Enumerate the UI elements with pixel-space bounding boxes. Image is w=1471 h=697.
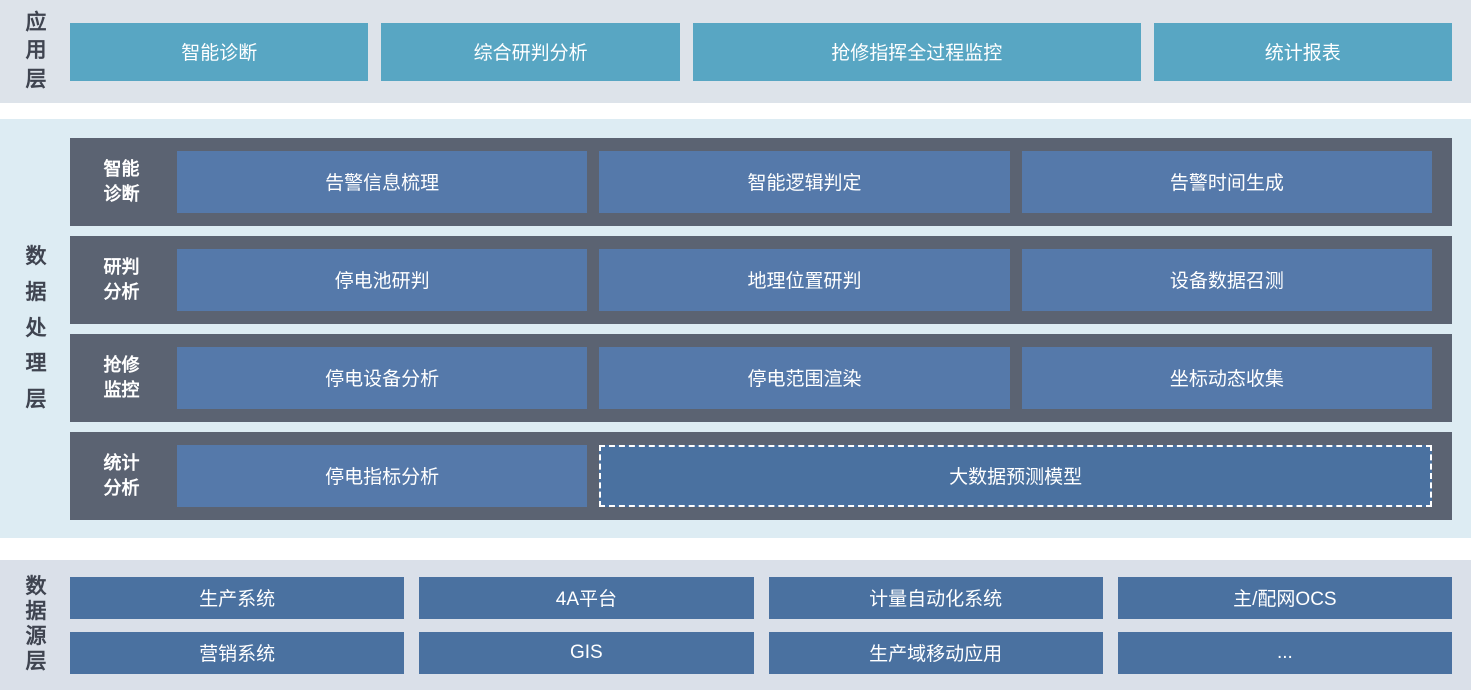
data-source-layer-gutter: 数据源层 (0, 560, 70, 690)
processing-row-repair-monitoring: 抢修监控 停电设备分析 停电范围渲染 坐标动态收集 (70, 333, 1452, 422)
src-box-4a-platform: 4A平台 (419, 576, 754, 619)
row-boxes: 停电设备分析 停电范围渲染 坐标动态收集 (177, 346, 1432, 409)
data-processing-layer-content: 智能诊断 告警信息梳理 智能逻辑判定 告警时间生成 研判分析 停电池研判 地理位… (70, 119, 1452, 538)
src-box-gis: GIS (419, 631, 754, 674)
src-box-production-mobile-app: 生产域移动应用 (768, 631, 1103, 674)
row-label-text: 抢修监控 (103, 355, 140, 400)
processing-rows: 智能诊断 告警信息梳理 智能逻辑判定 告警时间生成 研判分析 停电池研判 地理位… (70, 137, 1452, 520)
src-box-metering-automation-system: 计量自动化系统 (768, 576, 1103, 619)
proc-box-geo-location-analysis: 地理位置研判 (599, 248, 1010, 311)
source-rows: 生产系统 4A平台 计量自动化系统 主/配网OCS 营销系统 GIS 生产域移动… (70, 576, 1452, 674)
src-box-marketing-system: 营销系统 (70, 631, 405, 674)
app-box-statistical-reports: 统计报表 (1153, 22, 1452, 81)
app-box-comprehensive-analysis: 综合研判分析 (381, 22, 680, 81)
src-box-main-distribution-ocs: 主/配网OCS (1117, 576, 1452, 619)
application-layer-label: 应用层 (25, 10, 47, 91)
data-processing-layer-label: 数据处理层 (25, 245, 47, 412)
data-source-layer-band: 数据源层 生产系统 4A平台 计量自动化系统 主/配网OCS 营销系统 GIS … (0, 560, 1471, 690)
application-layer-content: 智能诊断 综合研判分析 抢修指挥全过程监控 统计报表 (70, 0, 1452, 103)
data-processing-layer-band: 数据处理层 智能诊断 告警信息梳理 智能逻辑判定 告警时间生成 研判分析 停电池… (0, 119, 1471, 538)
row-label-statistical-analysis: 统计分析 (70, 451, 177, 500)
application-layer-row: 智能诊断 综合研判分析 抢修指挥全过程监控 统计报表 (70, 22, 1452, 81)
src-box-production-system: 生产系统 (70, 576, 405, 619)
app-box-repair-command-monitoring: 抢修指挥全过程监控 (692, 22, 1141, 81)
source-row-1: 生产系统 4A平台 计量自动化系统 主/配网OCS (70, 576, 1452, 619)
proc-box-alarm-time-generation: 告警时间生成 (1021, 150, 1432, 213)
band-separator (0, 103, 1471, 119)
proc-box-device-data-polling: 设备数据召测 (1021, 248, 1432, 311)
processing-row-statistical-analysis: 统计分析 停电指标分析 大数据预测模型 (70, 431, 1452, 520)
data-source-layer-label: 数据源层 (25, 575, 47, 673)
app-box-intelligent-diagnosis: 智能诊断 (70, 22, 369, 81)
proc-box-outage-range-rendering: 停电范围渲染 (599, 346, 1010, 409)
proc-box-intelligent-logic-judgment: 智能逻辑判定 (599, 150, 1010, 213)
bottom-white-strip (0, 690, 1471, 697)
row-boxes: 停电池研判 地理位置研判 设备数据召测 (177, 248, 1432, 311)
processing-row-analysis: 研判分析 停电池研判 地理位置研判 设备数据召测 (70, 235, 1452, 324)
row-label-repair-monitoring: 抢修监控 (70, 353, 177, 402)
row-label-intelligent-diagnosis: 智能诊断 (70, 157, 177, 206)
row-label-text: 智能诊断 (103, 159, 140, 204)
row-boxes: 告警信息梳理 智能逻辑判定 告警时间生成 (177, 150, 1432, 213)
row-boxes: 停电指标分析 大数据预测模型 (177, 444, 1432, 507)
proc-box-big-data-prediction-model: 大数据预测模型 (599, 444, 1432, 507)
band-separator (0, 538, 1471, 560)
application-layer-gutter: 应用层 (0, 0, 70, 103)
application-layer-band: 应用层 智能诊断 综合研判分析 抢修指挥全过程监控 统计报表 (0, 0, 1471, 103)
data-source-layer-content: 生产系统 4A平台 计量自动化系统 主/配网OCS 营销系统 GIS 生产域移动… (70, 560, 1452, 690)
processing-row-intelligent-diagnosis: 智能诊断 告警信息梳理 智能逻辑判定 告警时间生成 (70, 137, 1452, 226)
row-label-text: 统计分析 (103, 453, 140, 498)
proc-box-outage-analysis: 停电池研判 (177, 248, 588, 311)
proc-box-outage-indicator-analysis: 停电指标分析 (177, 444, 588, 507)
src-box-ellipsis: ... (1117, 631, 1452, 674)
data-processing-layer-gutter: 数据处理层 (0, 119, 70, 538)
proc-box-alarm-info-sorting: 告警信息梳理 (177, 150, 588, 213)
source-row-2: 营销系统 GIS 生产域移动应用 ... (70, 631, 1452, 674)
proc-box-coordinate-dynamic-collection: 坐标动态收集 (1021, 346, 1432, 409)
proc-box-outage-equipment-analysis: 停电设备分析 (177, 346, 588, 409)
row-label-analysis: 研判分析 (70, 255, 177, 304)
row-label-text: 研判分析 (103, 257, 140, 302)
